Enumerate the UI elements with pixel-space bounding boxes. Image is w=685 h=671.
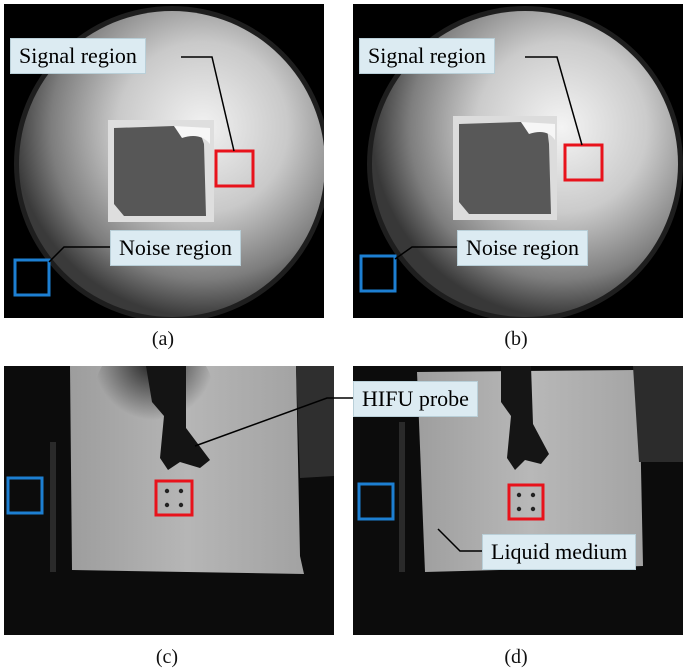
mri-panel-c <box>4 366 334 635</box>
caption-c: (c) <box>155 646 179 668</box>
signal-region-label-a: Signal region <box>10 38 146 74</box>
noise-region-label-a: Noise region <box>110 230 242 266</box>
hifu-probe-label: HIFU probe <box>353 381 478 417</box>
hifu-image-c <box>4 366 334 635</box>
caption-d: (d) <box>504 646 528 668</box>
liquid-medium-label: Liquid medium <box>482 534 637 570</box>
signal-region-label-b: Signal region <box>359 38 495 74</box>
caption-a: (a) <box>151 328 175 350</box>
caption-b: (b) <box>504 328 528 350</box>
phantom-image-b <box>367 6 683 318</box>
noise-region-label-b: Noise region <box>457 230 589 266</box>
